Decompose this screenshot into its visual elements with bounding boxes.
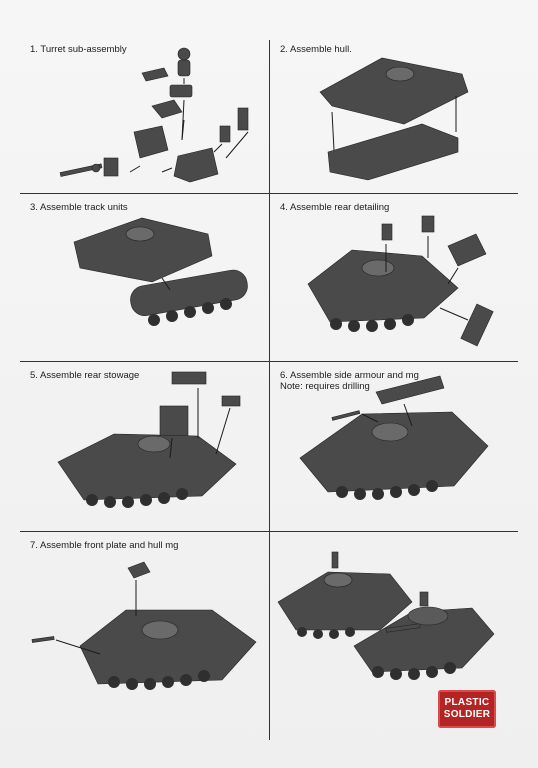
- step-1-title: 1. Turret sub-assembly: [30, 44, 127, 55]
- hull-assembly-illustration: [319, 57, 469, 181]
- step-5-title: 5. Assemble rear stowage: [30, 370, 140, 381]
- step-4-panel: 4. Assemble rear detailing: [272, 198, 517, 358]
- step-1-panel: 1. Turret sub-assembly: [22, 40, 267, 200]
- step-7-title: 7. Assemble front plate and hull mg: [30, 540, 179, 551]
- step-6-note: Note: requires drilling: [280, 381, 370, 392]
- finished-models-panel: [272, 536, 517, 696]
- turret-parts-illustration: [59, 47, 249, 183]
- step-3-title: 3. Assemble track units: [30, 202, 128, 213]
- column-divider: [269, 40, 270, 740]
- step-6-panel: 6. Assemble side armour and mg Note: req…: [272, 366, 517, 526]
- step-5-panel: 5. Assemble rear stowage: [22, 366, 267, 526]
- logo-line-2: SOLDIER: [443, 709, 491, 720]
- side-armour-illustration: [299, 375, 489, 500]
- finished-tanks-illustration: [277, 551, 495, 680]
- step-3-panel: 3. Assemble track units: [22, 198, 267, 358]
- step-6-title: 6. Assemble side armour and mg: [280, 370, 419, 381]
- plastic-soldier-logo: PLASTIC SOLDIER: [438, 690, 496, 728]
- row-divider-1: [20, 193, 518, 194]
- step-2-title: 2. Assemble hull.: [280, 44, 352, 55]
- rear-stowage-illustration: [57, 371, 241, 508]
- step-7-panel: 7. Assemble front plate and hull mg: [22, 536, 267, 696]
- track-units-illustration: [73, 217, 248, 326]
- logo-line-1: PLASTIC: [444, 697, 490, 708]
- front-plate-illustration: [31, 561, 257, 690]
- row-divider-2: [20, 361, 518, 362]
- step-4-title: 4. Assemble rear detailing: [280, 202, 390, 213]
- row-divider-3: [20, 531, 518, 532]
- rear-detailing-illustration: [307, 215, 494, 347]
- step-2-panel: 2. Assemble hull.: [272, 40, 517, 200]
